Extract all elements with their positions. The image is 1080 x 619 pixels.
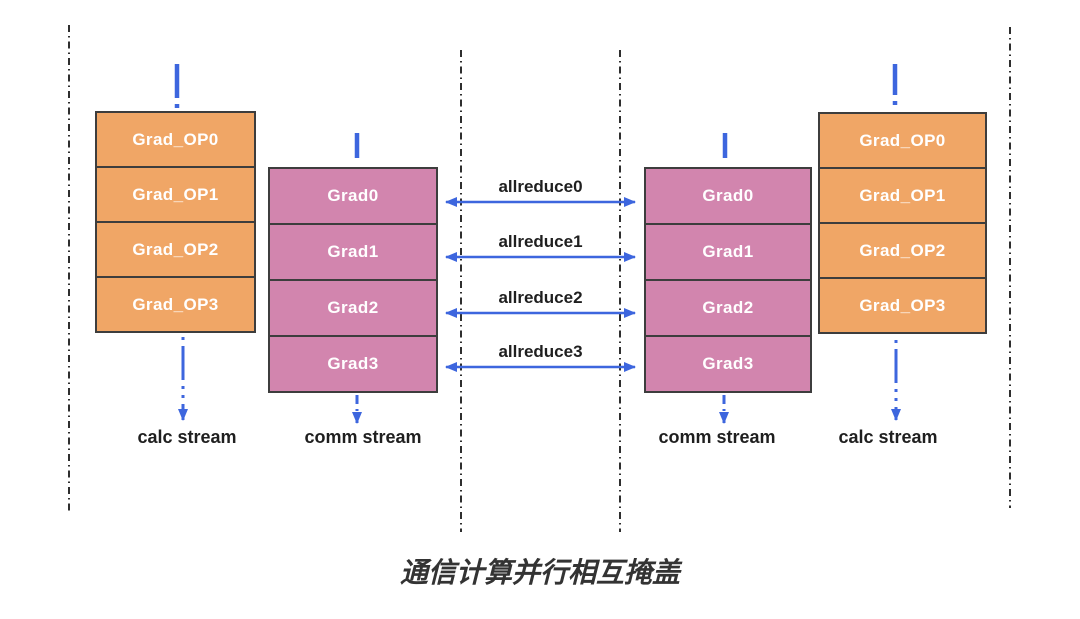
calc-stream-label-left: calc stream — [137, 427, 237, 447]
grad-box: Grad2 — [268, 279, 438, 337]
grad-op-box: Grad_OP3 — [95, 276, 256, 333]
grad-op-box: Grad_OP0 — [818, 112, 987, 169]
left-calc-stack: Grad_OP0 Grad_OP1 Grad_OP2 Grad_OP3 — [95, 111, 256, 333]
grad-op-box: Grad_OP3 — [818, 277, 987, 334]
allreduce1-label: allreduce1 — [498, 232, 583, 251]
diagram-caption: 通信计算并行相互掩盖 — [399, 557, 680, 588]
grad-op-box: Grad_OP1 — [818, 167, 987, 224]
allreduce0-label: allreduce0 — [498, 177, 583, 196]
grad-op-box: Grad_OP2 — [818, 222, 987, 279]
comm-stream-label-right: comm stream — [658, 427, 776, 447]
left-comm-stack: Grad0 Grad1 Grad2 Grad3 — [268, 167, 438, 393]
comm-stream-label-left: comm stream — [304, 427, 422, 447]
grad-box: Grad1 — [644, 223, 812, 281]
right-calc-stack: Grad_OP0 Grad_OP1 Grad_OP2 Grad_OP3 — [818, 112, 987, 334]
calc-stream-label-right: calc stream — [838, 427, 938, 447]
allreduce2-label: allreduce2 — [498, 288, 583, 307]
grad-op-box: Grad_OP2 — [95, 221, 256, 278]
allreduce3-label: allreduce3 — [498, 342, 583, 361]
grad-box: Grad3 — [268, 335, 438, 393]
grad-box: Grad1 — [268, 223, 438, 281]
grad-op-box: Grad_OP0 — [95, 111, 256, 168]
grad-box: Grad0 — [268, 167, 438, 225]
right-comm-stack: Grad0 Grad1 Grad2 Grad3 — [644, 167, 812, 393]
stream-timeline-dashes — [174, 64, 898, 158]
grad-box: Grad0 — [644, 167, 812, 225]
grad-box: Grad2 — [644, 279, 812, 337]
grad-op-box: Grad_OP1 — [95, 166, 256, 223]
grad-box: Grad3 — [644, 335, 812, 393]
